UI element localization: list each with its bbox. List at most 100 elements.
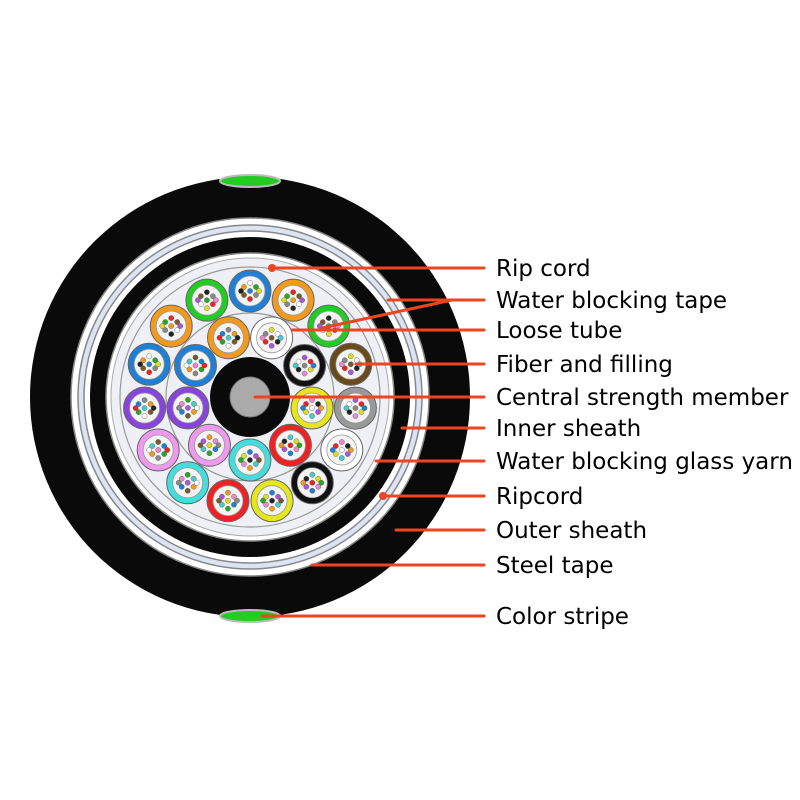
fiber [231,330,238,337]
fiber [183,362,190,369]
fiber [168,315,175,321]
fiber [247,280,253,286]
fiber [315,401,321,407]
fiber [278,497,284,504]
fiber [303,401,309,407]
fiber [190,475,197,482]
fiber [300,405,306,411]
fiber [231,338,238,345]
fiber [210,301,216,307]
fiber [175,479,182,486]
fiber [149,451,156,457]
fiber [146,361,152,368]
fiber [275,493,281,500]
fiber [164,447,171,453]
fiber [338,447,345,453]
fiber [192,362,199,369]
fiber [219,330,226,337]
fiber [358,401,365,407]
fiber [284,301,290,307]
fiber [198,366,205,373]
fiber [198,358,205,365]
fiber [274,331,281,337]
fiber [309,405,315,411]
loose-tube [271,278,315,322]
fiber [184,479,191,486]
fiber [212,438,219,445]
fiber [253,284,259,290]
fiber [262,339,269,345]
fiber [296,442,303,449]
fiber [309,471,316,478]
fiber [200,438,207,445]
fiber [162,327,169,333]
fiber [262,331,269,337]
fiber [132,405,139,411]
fiber [141,413,148,419]
fiber [146,447,153,453]
fiber [303,409,309,415]
fiber [309,413,315,419]
fiber [290,289,296,295]
fiber [190,483,197,490]
fiber [159,323,166,329]
loose-tube [250,316,294,360]
fiber [161,443,168,449]
fiber [238,288,244,294]
fiber [269,505,275,512]
fiber [204,297,210,303]
fiber [137,361,143,368]
fiber [149,443,156,449]
fiber [247,288,253,294]
fiber [338,455,345,461]
label-inner-sheath: Inner sheath [496,416,641,442]
label-rip-cord: Rip cord [496,256,591,282]
fiber [354,365,360,372]
loose-tube [173,343,217,387]
fiber [318,479,325,486]
fiber [293,438,300,445]
fiber [281,438,288,445]
fiber [241,284,247,290]
fiber [348,369,354,376]
fiber [179,409,185,415]
fiber [301,354,308,361]
fiber [206,434,213,441]
fiber [347,447,354,453]
loose-tube [185,278,229,322]
fiber [247,296,253,302]
fiber [219,338,226,345]
fiber [292,362,299,369]
fiber [210,293,216,299]
fiber [178,483,185,490]
fiber [339,361,345,368]
fiber [338,439,345,445]
fiber [185,405,191,411]
fiber [295,366,302,373]
loose-tube [207,316,251,360]
fiber [185,397,191,403]
fiber [344,451,351,457]
fiber [263,493,269,500]
fiber [315,409,321,415]
fiber [307,358,314,365]
fiber [177,323,184,329]
fiber [342,365,348,372]
fiber [186,358,193,365]
fiber [193,479,200,486]
fiber [155,439,162,445]
fiber [179,401,185,407]
fiber [192,354,199,361]
fiber [204,305,210,311]
fiber [332,443,339,449]
fiber [135,409,142,415]
fiber [296,293,302,299]
fiber [300,479,307,486]
fiber [241,453,247,459]
fiber [253,292,259,298]
fiber [212,446,219,453]
leader-water-blocking-tape-b [320,298,454,330]
loose-tube [250,479,294,523]
fiber [290,297,296,303]
fiber [225,326,232,333]
